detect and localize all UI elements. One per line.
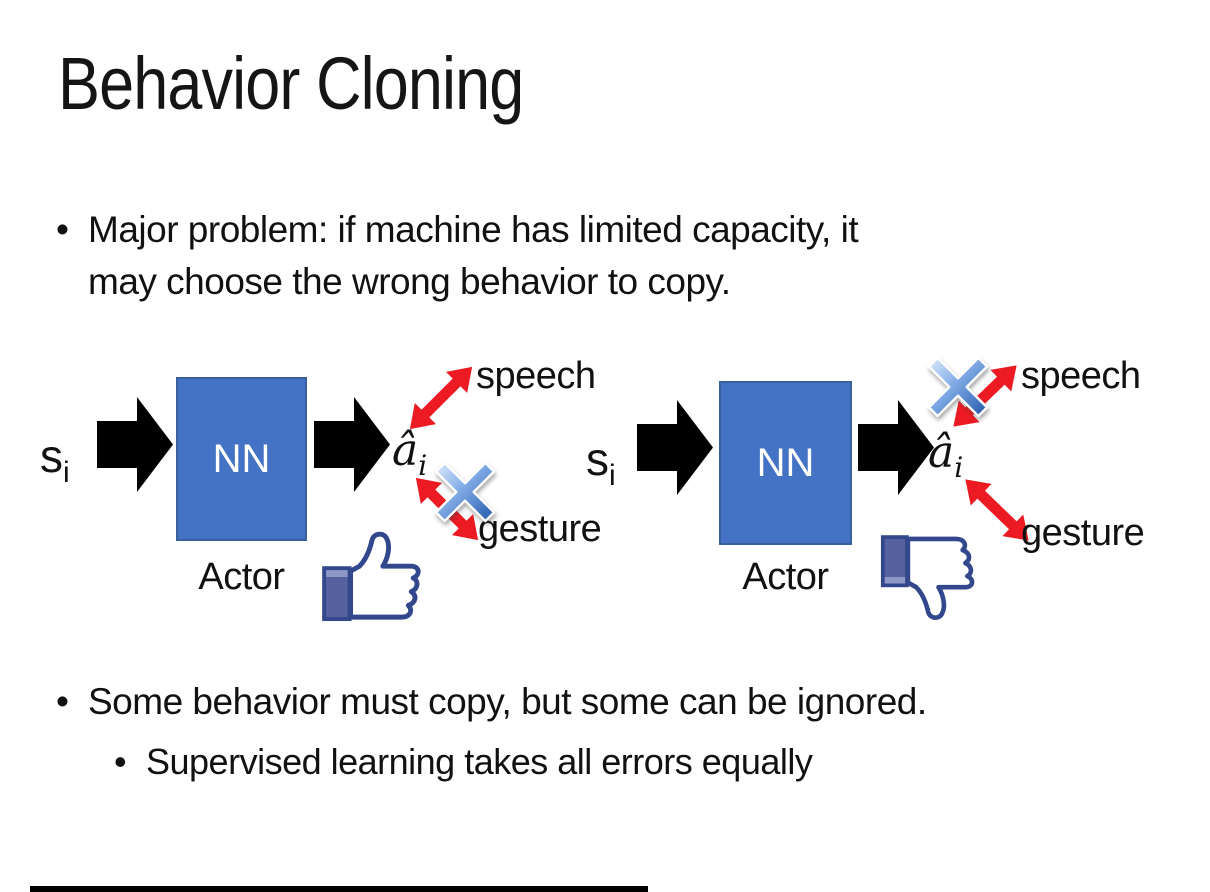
left-input-subscript: i [63, 456, 70, 490]
left-actor-caption: Actor [198, 556, 285, 598]
bullet-glyph: • [56, 681, 69, 722]
left-output-subscript: i [418, 448, 428, 482]
right-output-arrow-icon [858, 400, 934, 495]
right-output-symbol: â [928, 427, 955, 478]
right-nn-label: NN [756, 440, 815, 485]
bullet-text-line2: may choose the wrong behavior to copy. [88, 261, 731, 302]
sub-bullet-supervised-learning: • Supervised learning takes all errors e… [114, 736, 813, 788]
left-speech-label: speech [476, 355, 596, 397]
right-gesture-label: gesture [1021, 512, 1145, 554]
left-output-symbol: â [392, 425, 419, 476]
left-input-arrow-icon [97, 397, 173, 492]
left-output-arrow-icon [314, 397, 390, 492]
cropped-bottom-bar [30, 886, 648, 892]
left-nn-label: NN [212, 436, 271, 481]
left-gesture-label: gesture [478, 508, 602, 550]
bullet-major-problem: • Major problem: if machine has limited … [56, 204, 859, 308]
bullet-some-behavior: • Some behavior must copy, but some can … [56, 676, 927, 728]
left-input-symbol: s [40, 430, 63, 482]
left-nn-box: NN [176, 377, 307, 541]
right-input-arrow-icon [637, 400, 713, 495]
bullet-text: Some behavior must copy, but some can be… [88, 681, 927, 722]
left-speech-double-arrow-icon [409, 366, 473, 430]
right-gesture-double-arrow-icon [965, 479, 1029, 541]
right-actor-caption: Actor [742, 556, 829, 598]
left-input-state-label: si [40, 429, 70, 488]
right-predicted-action-label: âi [928, 427, 963, 481]
right-input-subscript: i [609, 459, 616, 493]
bullet-glyph: • [114, 741, 127, 782]
right-input-symbol: s [586, 433, 609, 485]
right-cross-out-icon [927, 356, 989, 418]
bullet-text-line1: Major problem: if machine has limited ca… [88, 209, 859, 250]
left-cross-out-icon [434, 461, 496, 523]
left-predicted-action-label: âi [392, 425, 427, 479]
sub-bullet-text: Supervised learning takes all errors equ… [146, 741, 813, 782]
thumbs-up-icon [322, 531, 421, 622]
right-output-subscript: i [954, 450, 964, 484]
bullet-glyph: • [56, 209, 69, 250]
thumbs-down-icon [880, 535, 975, 620]
page-title: Behavior Cloning [58, 42, 524, 125]
right-speech-label: speech [1021, 355, 1141, 397]
right-nn-box: NN [719, 381, 852, 545]
right-input-state-label: si [586, 432, 616, 491]
